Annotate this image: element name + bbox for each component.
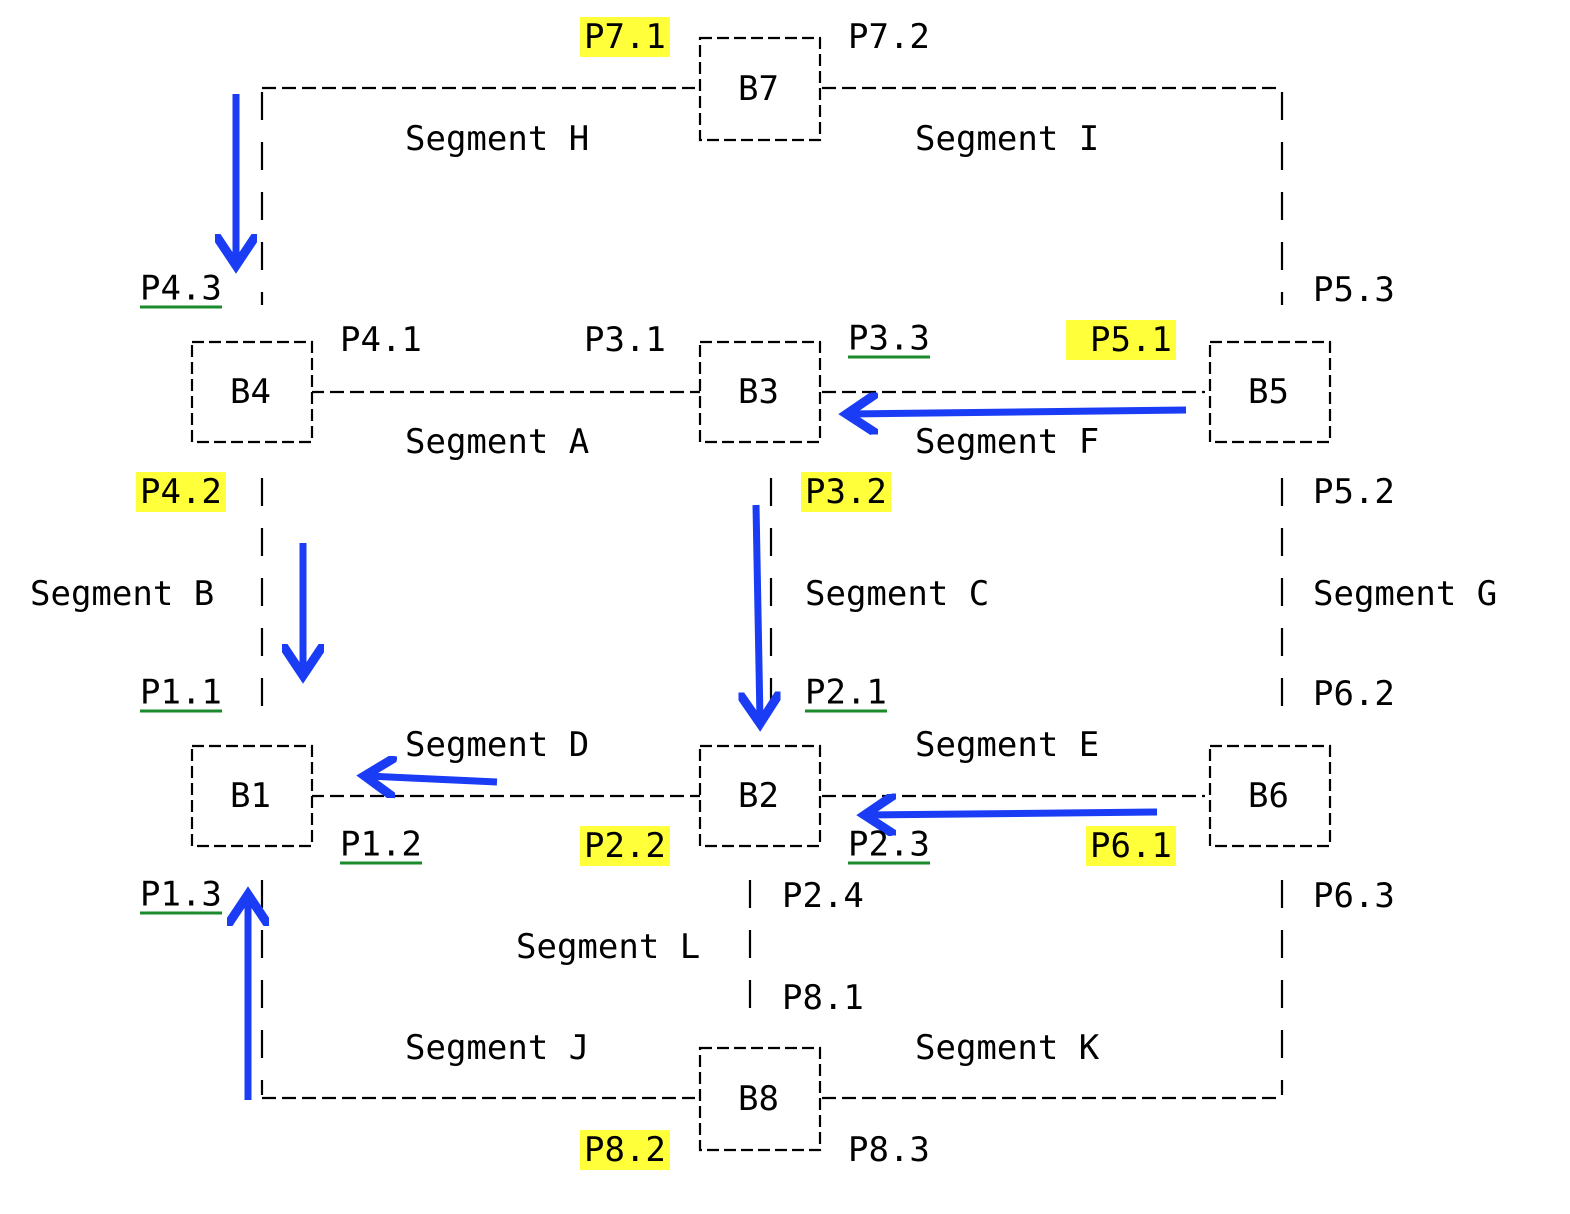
- box-b8: B8: [738, 1079, 779, 1119]
- point-p8-1: P8.1: [782, 978, 864, 1018]
- box-b4-frame: [190, 340, 314, 444]
- point-p6-1: P6.1: [1086, 826, 1176, 866]
- box-b5-frame: [1208, 340, 1332, 444]
- box-b4: B4: [230, 372, 271, 412]
- segment-i-label: Segment I: [915, 119, 1100, 159]
- box-b6-frame: [1208, 744, 1332, 848]
- segment-e-label: Segment E: [915, 725, 1100, 765]
- box-b2-frame: [698, 744, 822, 848]
- point-p2-2: P2.2: [580, 826, 670, 866]
- segment-d-label: Segment D: [405, 725, 590, 765]
- point-p7-1: P7.1: [580, 17, 670, 57]
- box-b8-frame: [698, 1046, 822, 1152]
- box-b6: B6: [1248, 776, 1289, 816]
- point-p1-3: P1.3: [140, 874, 222, 915]
- point-p1-2: P1.2: [340, 824, 422, 865]
- point-p3-2: P3.2: [801, 472, 891, 512]
- point-p8-2: P8.2: [580, 1130, 670, 1170]
- box-b7-frame: [698, 36, 822, 142]
- segment-a-label: Segment A: [405, 422, 590, 462]
- box-b3-frame: [698, 340, 822, 444]
- box-b1-frame: [190, 744, 314, 848]
- box-b5: B5: [1248, 372, 1289, 412]
- point-p7-2: P7.2: [848, 17, 930, 57]
- box-b2: B2: [738, 776, 779, 816]
- box-b1: B1: [230, 776, 271, 816]
- segment-j-label: Segment J: [405, 1028, 590, 1068]
- point-p2-3: P2.3: [848, 824, 930, 865]
- point-p4-2: P4.2: [136, 472, 226, 512]
- point-p2-1: P2.1: [805, 672, 887, 713]
- point-p5-1: P5.1: [1066, 320, 1176, 360]
- segment-l-label: Segment L: [516, 927, 701, 967]
- point-p8-3: P8.3: [848, 1130, 930, 1170]
- segment-f-label: Segment F: [915, 422, 1100, 462]
- segment-h-label: Segment H: [405, 119, 590, 159]
- box-b3: B3: [738, 372, 779, 412]
- segment-b-label: Segment B: [30, 574, 215, 614]
- arrow-p6-1-to-b2: [868, 812, 1158, 815]
- point-p6-2: P6.2: [1313, 674, 1395, 714]
- point-p2-4: P2.4: [782, 876, 864, 916]
- segment-k-label: Segment K: [915, 1028, 1100, 1068]
- segment-c-label: Segment C: [805, 574, 990, 614]
- point-p6-3: P6.3: [1313, 876, 1395, 916]
- point-p4-3: P4.3: [140, 268, 222, 309]
- point-p3-1: P3.1: [584, 320, 666, 360]
- point-p1-1: P1.1: [140, 672, 222, 713]
- point-p5-3: P5.3: [1313, 270, 1395, 310]
- arrow-d-to-b1: [368, 776, 498, 782]
- point-p4-1: P4.1: [340, 320, 422, 360]
- segment-g-label: Segment G: [1313, 574, 1498, 614]
- point-p3-3: P3.3: [848, 318, 930, 359]
- arrow-p5-1-to-b3: [850, 410, 1187, 414]
- box-b7: B7: [738, 69, 779, 109]
- point-p5-2: P5.2: [1313, 472, 1395, 512]
- arrow-c-down: [756, 504, 760, 720]
